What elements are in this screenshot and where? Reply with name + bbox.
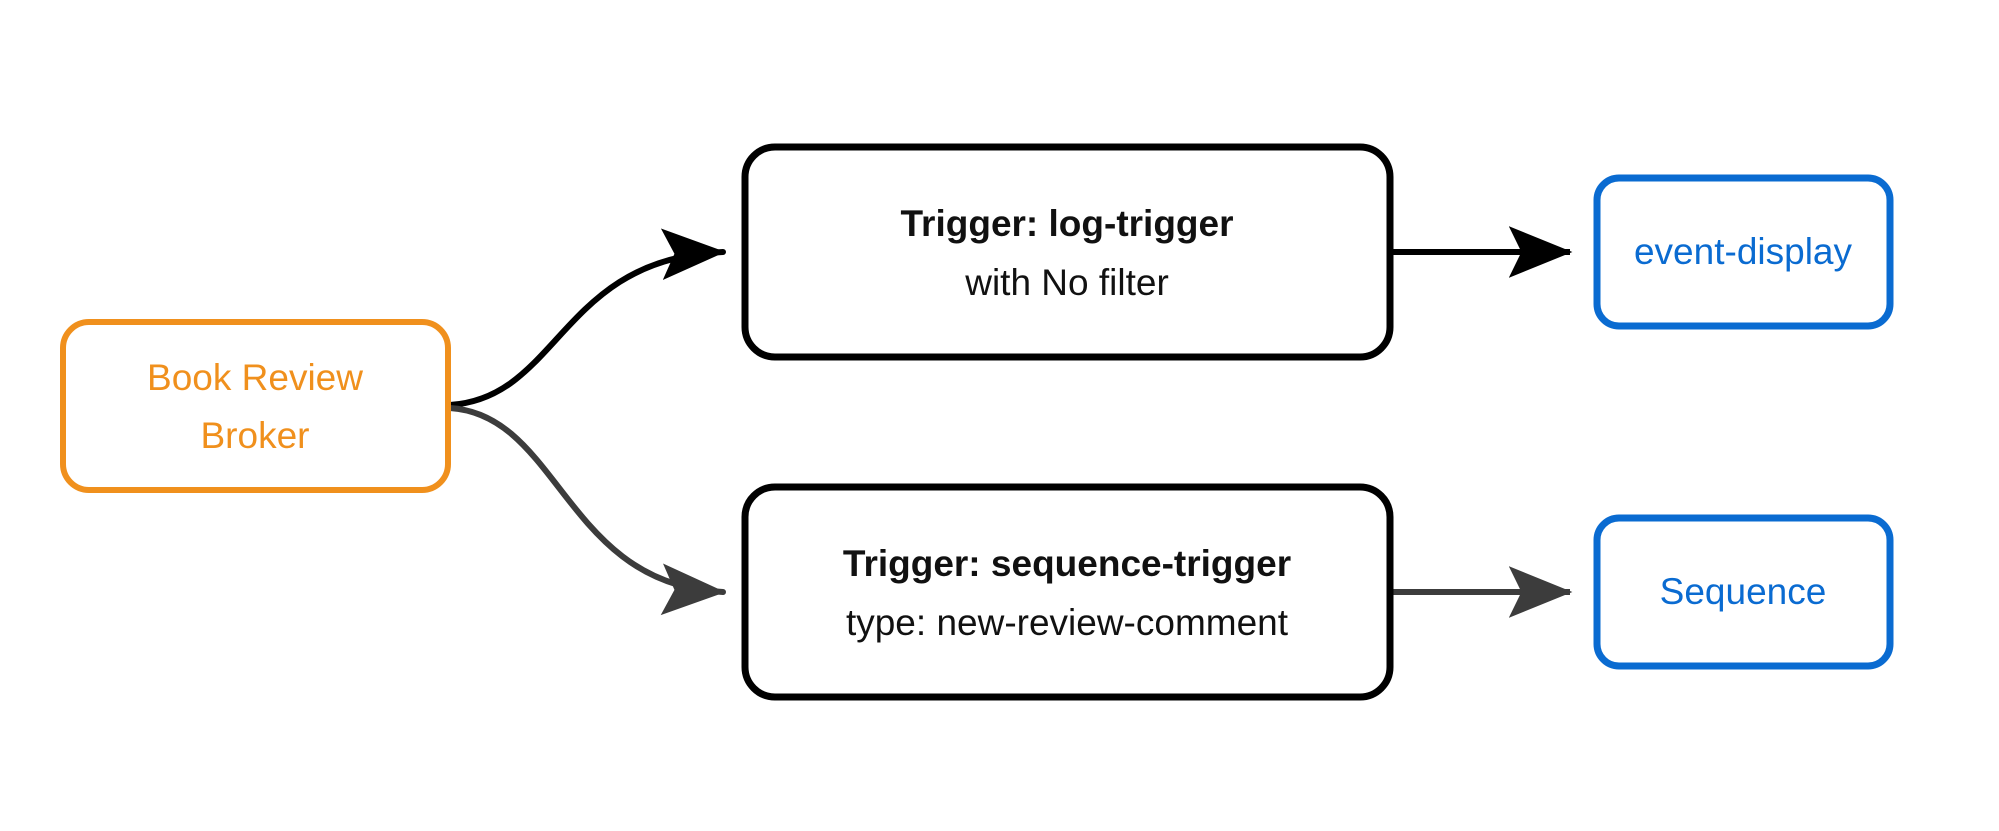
edge-broker-to-sequence-trigger bbox=[447, 405, 726, 615]
node-log-trigger[interactable]: Trigger: log-trigger with No filter bbox=[741, 143, 1394, 361]
broker-label-line2: Broker bbox=[201, 415, 310, 456]
sequence-label: Sequence bbox=[1660, 571, 1827, 612]
node-event-display[interactable]: event-display bbox=[1593, 174, 1894, 330]
edge-broker-to-log-trigger bbox=[447, 228, 726, 408]
sequence-trigger-box[interactable] bbox=[741, 483, 1394, 701]
sequence-trigger-subtitle: type: new-review-comment bbox=[846, 602, 1289, 643]
broker-label-line1: Book Review bbox=[147, 357, 363, 398]
log-trigger-title: Trigger: log-trigger bbox=[901, 203, 1234, 244]
broker-box[interactable] bbox=[60, 319, 451, 493]
node-book-review-broker[interactable]: Book Review Broker bbox=[60, 319, 451, 493]
node-sequence[interactable]: Sequence bbox=[1593, 514, 1894, 670]
event-display-label: event-display bbox=[1634, 231, 1853, 272]
sequence-trigger-title: Trigger: sequence-trigger bbox=[843, 543, 1291, 584]
sequence-box[interactable] bbox=[1593, 514, 1894, 670]
log-trigger-box[interactable] bbox=[741, 143, 1394, 361]
node-sequence-trigger[interactable]: Trigger: sequence-trigger type: new-revi… bbox=[741, 483, 1394, 701]
log-trigger-subtitle: with No filter bbox=[964, 262, 1169, 303]
event-display-box[interactable] bbox=[1593, 174, 1894, 330]
